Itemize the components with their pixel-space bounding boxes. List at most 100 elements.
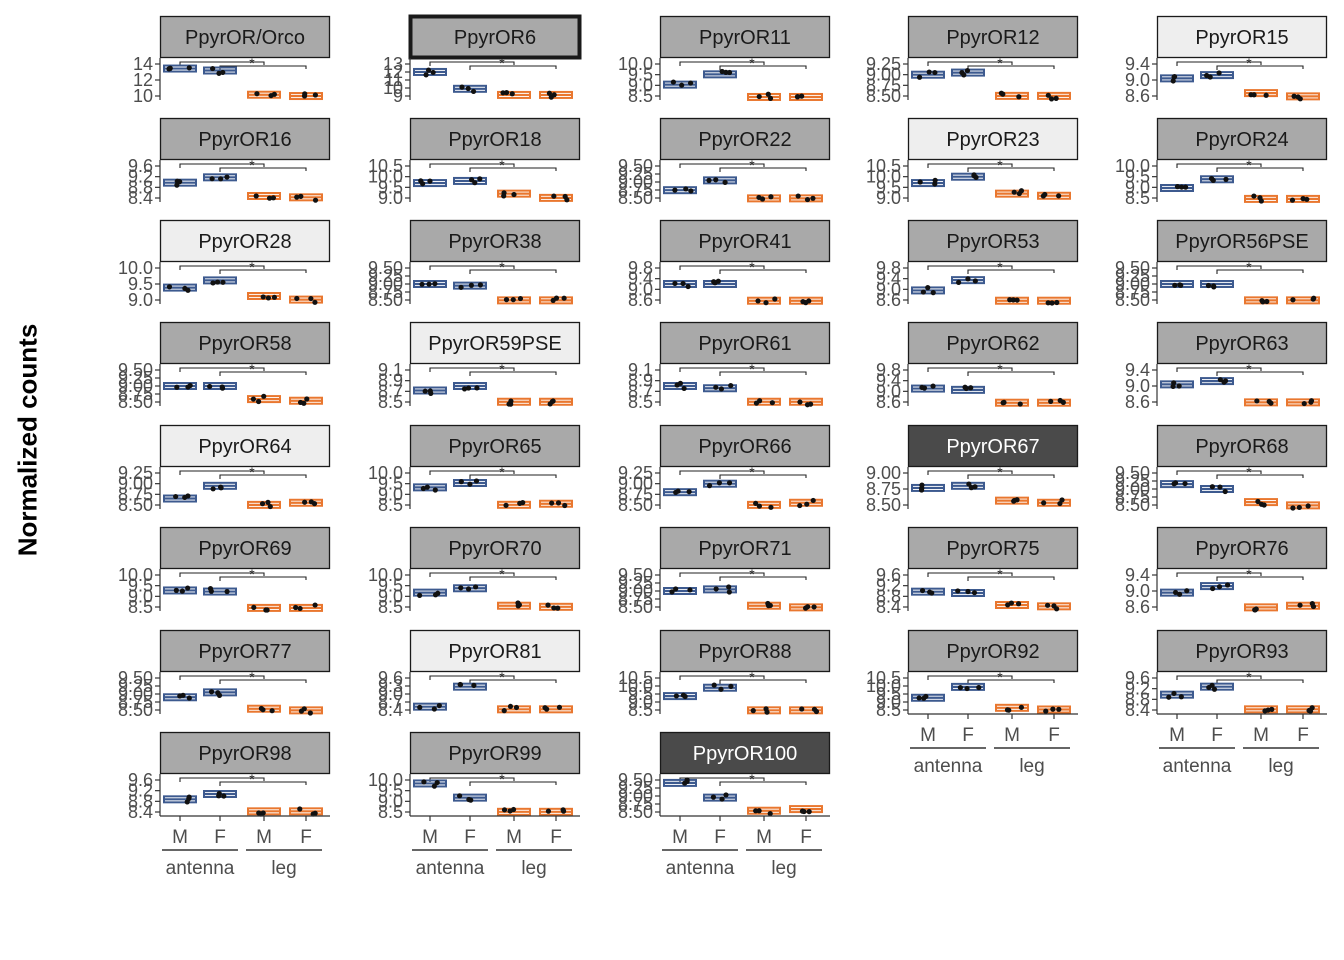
data-point [683,186,689,192]
x-group-label: antenna [416,858,485,879]
data-point [926,69,932,75]
data-point [298,193,304,199]
data-point [546,90,553,96]
data-point [757,398,763,404]
data-point [1205,282,1212,289]
significance-star: * [997,361,1003,377]
facet-strip [1156,629,1328,673]
facet-strip [409,731,581,775]
data-point [807,401,814,407]
significance-star: * [1246,361,1252,377]
facet-title: PpyrOR64 [198,436,291,458]
y-tick-label: 12 [383,62,403,82]
facet-strip [907,117,1079,161]
y-tick-label: 9.50 [618,565,653,585]
data-point [804,501,810,507]
data-point [312,602,318,608]
data-point [468,282,474,288]
y-tick-label: 9.8 [876,360,901,380]
data-point [750,707,756,714]
y-tick-label: 8.50 [118,392,153,412]
data-point [434,779,440,786]
data-point [420,485,426,492]
data-point [965,588,971,595]
data-point [804,196,811,203]
y-tick-label: 9.4 [1125,54,1150,74]
significance-bracket [719,679,807,684]
facet-strip [159,629,331,673]
y-tick-label: 9.50 [618,156,653,176]
significance-star: * [997,464,1003,480]
data-point [268,92,274,99]
y-tick-label: 9.5 [876,177,901,197]
significance-bracket [219,474,307,479]
significance-star: * [499,259,505,275]
significance-bracket [469,65,557,70]
data-point [1053,95,1059,101]
data-point [1170,383,1176,390]
data-point [501,807,508,813]
data-point [472,180,478,186]
data-point [470,88,477,95]
data-point [1178,282,1184,288]
facet-title: PpyrOR22 [698,129,791,151]
y-tick-label: 8.50 [1115,290,1150,310]
data-point [1252,607,1258,613]
data-point [210,65,216,72]
data-point [1261,502,1267,508]
facet-title: PpyrOR99 [448,743,541,765]
data-point [308,295,314,302]
facet-title: PpyrOR6 [454,27,536,49]
data-point [1223,176,1229,182]
y-tick-label: 8.50 [1115,495,1150,515]
data-point [918,487,925,493]
data-point [312,299,318,305]
data-point [297,806,303,812]
significance-star: * [249,259,255,275]
y-tick-label: 9.50 [118,360,153,380]
data-point [1224,582,1231,588]
facet-strip [659,15,831,59]
data-point [293,604,299,611]
significance-star: * [997,157,1003,173]
data-point [713,384,719,390]
data-point [270,195,277,201]
y-tick-label: 10 [383,78,403,98]
y-tick-label: 9.8 [876,258,901,278]
y-tick-label: 9.0 [1125,70,1150,90]
x-tick-label: M [1004,725,1020,746]
y-tick-label: 10.0 [1115,156,1150,176]
significance-star: * [749,361,755,377]
data-point [810,195,816,201]
facet-title: PpyrOR11 [699,27,791,49]
significance-star: * [1246,55,1252,71]
facet-title: PpyrOR59PSE [428,333,561,355]
x-tick-label: M [172,827,188,848]
data-point [929,590,935,596]
y-tick-label: 9.6 [876,565,901,585]
data-point [1056,706,1062,712]
y-tick-label: 8.9 [378,371,403,391]
data-point [966,481,972,487]
x-tick-label: M [672,827,688,848]
y-tick-label: 9.50 [1115,463,1150,483]
data-point [508,398,514,404]
facet-title: PpyrOR67 [946,436,1039,458]
data-point [799,808,806,814]
data-point [430,69,436,76]
significance-bracket [179,572,265,577]
data-point [1251,193,1257,199]
significance-bracket [1176,61,1262,66]
data-point [269,708,275,714]
y-tick-label: 9.25 [866,54,901,74]
x-tick-label: F [214,827,226,848]
significance-bracket [679,675,765,680]
x-group-label: antenna [1163,756,1232,777]
y-tick-label: 8.4 [128,802,153,822]
y-tick-label: 9.6 [128,156,153,176]
data-point [1309,600,1315,607]
data-point [1222,488,1228,495]
significance-bracket [927,675,1013,680]
y-tick-label: 8.75 [118,692,153,712]
data-point [461,386,468,392]
